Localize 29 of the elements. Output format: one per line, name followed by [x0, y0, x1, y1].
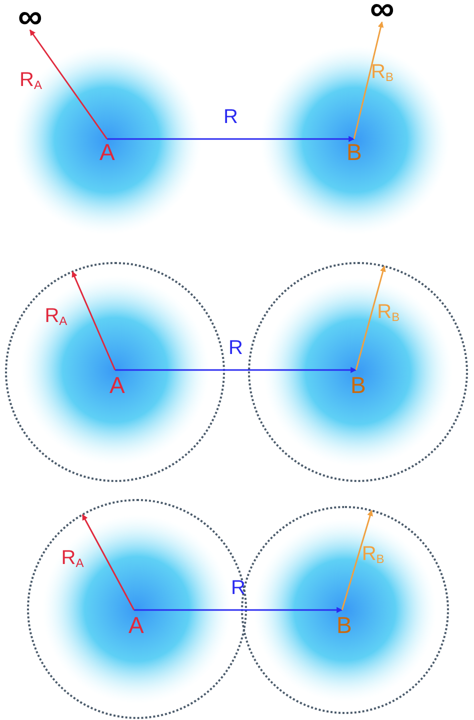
edge-label: R$_{A}$ — [61, 548, 84, 569]
infinity-symbol: ∞ — [18, 0, 42, 34]
edge-label: R — [231, 578, 246, 598]
edge-label: R — [228, 338, 243, 358]
point-label: A — [110, 374, 125, 397]
dotted-circle — [5, 262, 225, 482]
arrow — [107, 136, 355, 142]
edge-label: R$_{B}$ — [362, 544, 384, 565]
arrow — [82, 514, 135, 610]
infinity-symbol: ∞ — [370, 0, 394, 26]
arrow — [134, 607, 343, 613]
edge-label: R$_{A}$ — [20, 70, 42, 91]
point-label: B — [350, 374, 366, 397]
dotted-circle — [248, 262, 468, 482]
edge-label: R$_{B}$ — [371, 62, 394, 83]
point-label: A — [100, 141, 115, 164]
arrow — [341, 510, 373, 610]
point-label: A — [128, 614, 144, 637]
arrow — [353, 21, 384, 140]
arrow — [72, 271, 116, 370]
arrow — [115, 367, 357, 373]
edge-label: R$_{B}$ — [377, 302, 400, 323]
arrow — [29, 30, 108, 140]
arrow — [355, 266, 386, 370]
point-label: B — [336, 614, 352, 637]
edge-label: R — [224, 107, 238, 127]
dotted-circle — [27, 499, 247, 719]
edge-label: R$_{A}$ — [44, 306, 68, 328]
point-label: B — [346, 141, 362, 164]
